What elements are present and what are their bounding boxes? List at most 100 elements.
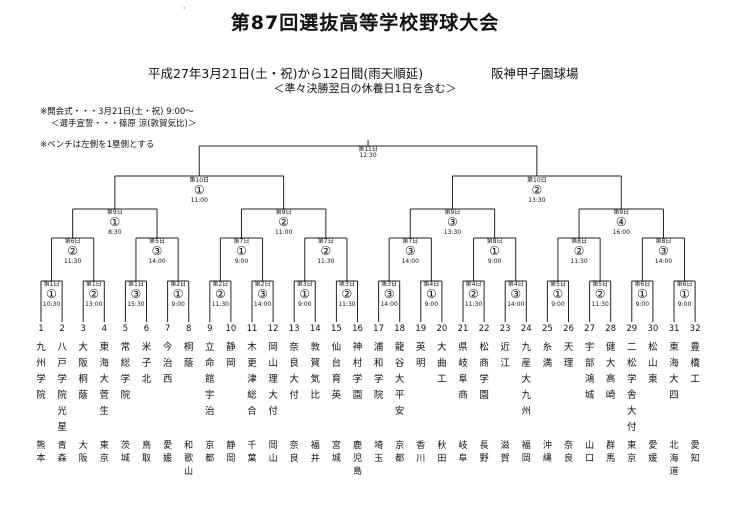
school-char: 生 xyxy=(99,406,110,417)
match-day: 第7日 xyxy=(317,238,334,245)
school-char: 桐 xyxy=(78,374,88,385)
school-char: 学 xyxy=(57,374,67,385)
oath-note: ＜選手宣誓・・・篠原 涼(敦賀気比)＞ xyxy=(51,119,197,129)
match-order: ① xyxy=(636,287,648,302)
pref-char: 愛 xyxy=(163,441,173,451)
school-char: 大 xyxy=(669,374,679,385)
team-school: 二松学舎大付 xyxy=(624,340,640,436)
match-time: 9:00 xyxy=(635,301,650,309)
school-char: 満 xyxy=(542,358,553,369)
pref-char: 海 xyxy=(669,454,679,464)
pref-char: 阪 xyxy=(78,454,88,464)
match-order: ② xyxy=(278,215,290,230)
team-number: 10 xyxy=(225,324,237,334)
pref-char: 滋 xyxy=(500,441,510,451)
match-time: 15:30 xyxy=(127,301,145,309)
school-char: 星 xyxy=(57,422,67,433)
match-order: ① xyxy=(193,183,205,198)
match-day: 第6日 xyxy=(634,281,651,288)
match-day: 第5日 xyxy=(592,281,609,288)
match-time: 10:30 xyxy=(42,301,61,309)
team-number: 19 xyxy=(415,324,427,334)
match-day: 第9日 xyxy=(275,209,292,216)
school-char: 岐 xyxy=(458,358,468,369)
pref-char: 媛 xyxy=(648,454,658,464)
team-school: 龍谷大平安 xyxy=(392,340,408,420)
team-prefecture: 福岡 xyxy=(518,440,534,466)
pref-char: 良 xyxy=(289,454,299,464)
team-school: 九産大九州 xyxy=(518,340,534,420)
pref-char: 山 xyxy=(268,454,278,464)
team-number: 31 xyxy=(668,324,680,334)
school-char: 城 xyxy=(584,390,595,401)
school-char: 育 xyxy=(331,374,342,385)
pref-char: 愛 xyxy=(648,441,658,451)
pref-char: 取 xyxy=(141,454,151,464)
match-day: 第2日 xyxy=(170,281,187,288)
school-char: 桐 xyxy=(183,342,194,353)
team-number: 23 xyxy=(499,324,511,334)
pref-char: 道 xyxy=(669,467,679,477)
team-school: 今治西 xyxy=(160,340,176,388)
venue-text: 阪神甲子園球場 xyxy=(491,66,579,81)
school-char: 海 xyxy=(99,358,110,369)
pref-char: 島 xyxy=(352,467,362,477)
match-time: 11:30 xyxy=(591,301,609,309)
match-order: ② xyxy=(88,287,100,302)
school-char: 山 xyxy=(268,358,278,369)
team-prefecture: 熊本 xyxy=(33,440,49,466)
school-char: 松 xyxy=(648,342,658,353)
match-day: 第8日 xyxy=(655,238,672,245)
match-order: ② xyxy=(214,287,226,302)
team-school: 仙台育英 xyxy=(328,340,344,404)
pref-char: 長 xyxy=(479,441,489,451)
team-prefecture: 福井 xyxy=(307,440,323,466)
pref-char: 大 xyxy=(78,441,88,451)
pref-char: 京 xyxy=(205,441,215,451)
school-char: 北 xyxy=(141,374,152,385)
team-school: 桐蔭 xyxy=(181,340,197,372)
team-school: 奈良大付 xyxy=(286,340,302,404)
team-prefecture: 静岡 xyxy=(223,440,239,466)
team-school: 東海大四 xyxy=(666,340,682,404)
pref-char: 静 xyxy=(226,441,236,451)
school-char: 工 xyxy=(690,374,700,385)
pref-char: 千 xyxy=(247,441,257,451)
match-day: 第8日 xyxy=(486,238,503,245)
pref-char: 都 xyxy=(395,454,405,464)
pref-char: 奈 xyxy=(289,441,299,451)
school-char: 良 xyxy=(289,358,299,369)
pref-char: 群 xyxy=(606,441,616,451)
school-char: 九 xyxy=(36,342,46,353)
team-prefecture: 茨城 xyxy=(117,440,133,466)
school-char: 子 xyxy=(141,358,152,369)
school-char: 賀 xyxy=(310,358,321,369)
pref-char: 縄 xyxy=(542,454,552,464)
school-char: 曲 xyxy=(437,358,447,369)
pref-char: 城 xyxy=(331,454,341,464)
school-char: 常 xyxy=(120,342,131,353)
school-char: 宇 xyxy=(205,390,215,401)
team-number: 15 xyxy=(330,324,342,334)
match-order: ③ xyxy=(404,244,416,259)
match-time: 14:00 xyxy=(253,301,272,309)
match-order: ② xyxy=(320,244,332,259)
team-school: 九州学院 xyxy=(33,340,49,404)
school-char: 大 xyxy=(394,374,405,385)
pref-char: 阜 xyxy=(458,454,468,464)
school-char: 明 xyxy=(416,358,426,369)
team-prefecture: 東京 xyxy=(624,440,640,466)
school-char: 九 xyxy=(521,390,532,401)
school-char: 谷 xyxy=(394,358,405,369)
team-prefecture: 秋田 xyxy=(434,440,450,466)
team-school: 松商学園 xyxy=(476,340,492,404)
pref-char: 馬 xyxy=(606,454,616,464)
school-char: 海 xyxy=(669,358,679,369)
pref-char: 青 xyxy=(57,441,67,451)
